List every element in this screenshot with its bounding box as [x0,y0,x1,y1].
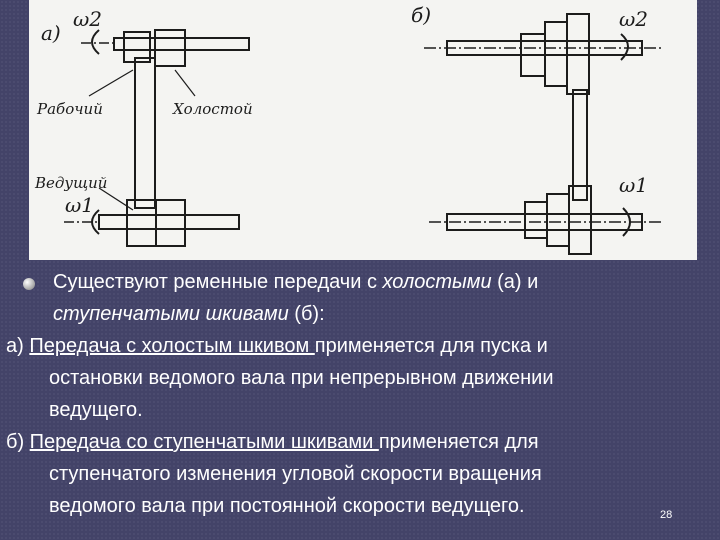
driven-step-large [566,13,590,95]
b-line2: ступенчатого изменения угловой скорости … [49,463,542,485]
intro-idle-term: холостыми [382,271,492,293]
omega1-label-b: ω1 [619,173,648,197]
driven-shaft-a [113,37,250,51]
paragraph-a: а) Передача с холостым шкивом применяетс… [6,330,696,426]
rotation-arrow-bottom-a [91,209,100,235]
paragraph-b: б) Передача со ступенчатыми шкивами прим… [6,426,696,522]
omega2-label-b: ω2 [619,7,648,31]
intro-text-1: Существуют ременные передачи с [53,271,383,293]
a-line2: остановки ведомого вала при непрерывном … [49,367,554,389]
belt-a [134,57,156,209]
b-line3: ведомого вала при постоянной скорости ве… [49,495,525,517]
b-line1-rest: применяется для [378,431,539,453]
belt-b [572,89,588,201]
driving-step-medium [546,193,570,247]
rotation-arrow-top-a [91,29,100,55]
working-pulley [123,31,151,63]
label-b: б) [411,3,431,27]
label-a: а) [41,21,61,45]
working-pulley-label: Рабочий [36,100,103,118]
diagram-a [64,29,250,247]
bullet-icon [23,278,35,290]
belt-drive-diagram: а) ω2 Рабочий Холостой Ведущий ω1 б) ω2 … [34,3,661,255]
b-term: Передача со ступенчатыми шкивами [29,431,379,453]
leader-driving [98,187,134,211]
omega2-label-a: ω2 [73,7,102,31]
slide-text: Существуют ременные передачи с холостыми… [0,266,720,517]
rotation-arrow-bottom-b [622,207,631,237]
driving-step-small [524,201,548,239]
driving-shaft-b [446,213,643,231]
a-line3: ведущего. [49,399,143,421]
driving-shaft-a [98,214,240,230]
belt-drive-figure: а) ω2 Рабочий Холостой Ведущий ω1 б) ω2 … [29,0,697,260]
a-term: Передача с холостым шкивом [29,335,315,357]
intro-stepped-term: ступенчатыми шкивами [53,303,289,325]
rotation-arrow-top-b [620,33,629,61]
omega1-label-a: ω1 [65,193,94,217]
idle-pulley [154,29,186,67]
intro-text-3: (б): [288,303,325,325]
idle-pulley-label: Холостой [172,100,253,118]
leader-working [88,69,134,97]
page-number: 28 [660,509,673,521]
a-line1-rest: применяется для пуска и [314,335,548,357]
driving-step-large [568,185,592,255]
b-prefix: б) [6,431,30,453]
diagram-b [424,13,661,255]
driving-pulley-label: Ведущий [34,174,107,192]
intro-paragraph: Существуют ременные передачи с холостыми… [53,266,693,330]
intro-text-2: (а) и [491,271,539,293]
a-prefix: а) [6,335,30,357]
leader-idle [174,69,196,97]
